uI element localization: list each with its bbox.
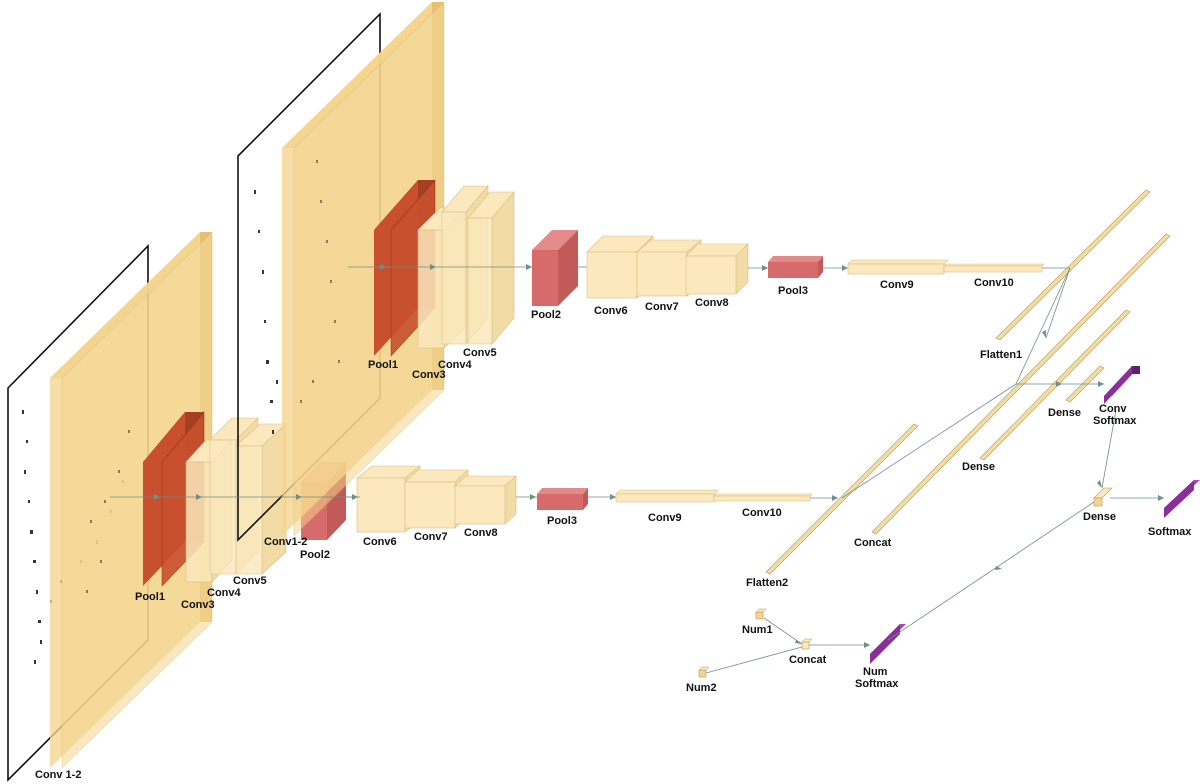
pool3-front-block [537,488,588,510]
label-conv5-front: Conv5 [233,575,267,587]
label-pool1-back: Pool1 [368,359,398,371]
label-num-softmax-line1: Num [863,666,888,678]
label-conv-softmax-line1: Conv [1099,403,1127,415]
label-concat: Concat [854,537,892,549]
flatten1-bar [995,189,1151,341]
conv8-back-block [685,243,749,295]
arrowheads [154,264,1164,648]
label-conv3-back: Conv3 [412,369,446,381]
label-conv8-front: Conv8 [464,527,498,539]
conv5-back-block [467,191,515,345]
conv5-front-block [235,423,287,575]
num1-block [755,608,767,620]
dense-bar-1 [979,309,1131,461]
label-conv4-front: Conv4 [207,587,242,599]
conv9-front-block [615,489,719,503]
label-dense-2: Dense [1048,407,1081,419]
label-pool2-front: Pool2 [300,549,330,561]
label-num-softmax-line2: Softmax [855,678,899,690]
label-softmax: Softmax [1148,526,1192,538]
label-dense-3: Dense [1083,511,1116,523]
connection-arrows [110,266,1164,674]
label-conv12-b: Conv1-2 [264,536,307,548]
flatten2-bar [765,423,919,575]
label-pool2-back: Pool2 [531,309,561,321]
conv10-front-block [713,493,813,502]
label-conv3-front: Conv3 [181,599,215,611]
label-conv12-big: Conv 1-2 [35,769,81,781]
label-conv5-back: Conv5 [463,347,497,359]
dense-small-block [1093,487,1113,507]
conv10-back-block [943,263,1045,273]
label-conv7-back: Conv7 [645,301,679,313]
layer-labels: Conv 1-2 Pool1 Conv3 Conv4 Conv5 Conv1-2… [35,277,1192,781]
num-softmax-block [870,624,906,664]
conv12-front-slab [50,231,213,769]
conv-softmax-block [1104,366,1140,404]
label-conv6-front: Conv6 [363,536,397,548]
softmax-final-block [1164,480,1200,518]
conv9-back-block [847,259,949,275]
label-conv8-back: Conv8 [695,297,729,309]
label-conv6-back: Conv6 [594,305,628,317]
pool3-back-block [768,256,823,278]
conv12-back-slab [282,1,445,537]
concat2-block [801,638,813,650]
label-conv9-front: Conv9 [648,512,682,524]
label-pool3-back: Pool3 [778,285,808,297]
conv8-front-block [454,475,517,525]
pool2-back-block [532,230,578,306]
label-concat2: Concat [789,654,827,666]
label-conv10-front: Conv10 [742,507,782,519]
label-pool3-front: Pool3 [547,515,577,527]
label-num2: Num2 [686,682,717,694]
num2-block [698,666,710,678]
label-conv-softmax-line2: Softmax [1093,415,1137,427]
label-flatten2: Flatten2 [746,577,788,589]
label-pool1-front: Pool1 [135,591,165,603]
label-conv4-back: Conv4 [438,359,473,371]
label-num1: Num1 [742,624,773,636]
label-flatten1: Flatten1 [980,349,1022,361]
label-dense-1: Dense [962,461,995,473]
label-conv7-front: Conv7 [414,531,448,543]
label-conv9-back: Conv9 [880,279,914,291]
label-conv10-back: Conv10 [974,277,1014,289]
